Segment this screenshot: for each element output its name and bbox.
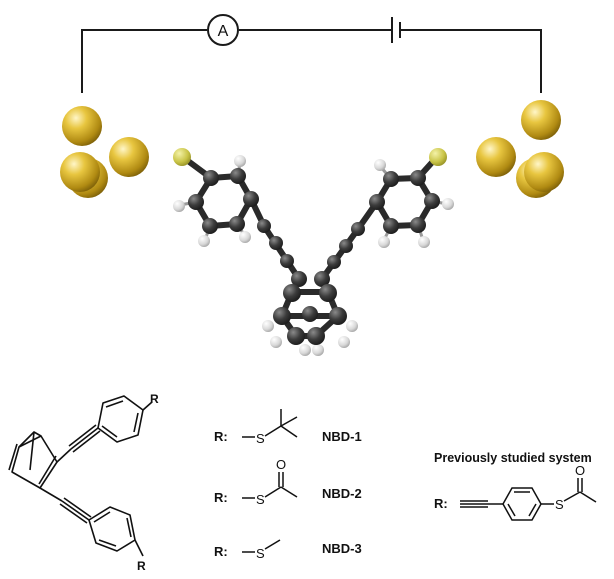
nbd2-name: NBD-2 (322, 486, 362, 501)
nbd3-sulfur: S (256, 546, 265, 561)
circuit-wire-right (400, 29, 542, 93)
nbd1-structure (242, 409, 298, 438)
previous-system-title: Previously studied system (434, 451, 592, 465)
substituent-label-bottom: R (137, 559, 146, 573)
previous-system-sulfur: S (555, 497, 564, 512)
gold-electrode-left (60, 106, 149, 198)
nbd1-prefix: R: (214, 429, 228, 444)
previous-system-prefix: R: (434, 496, 448, 511)
previous-system-oxygen: O (575, 463, 585, 478)
nbd2-structure (242, 472, 298, 499)
circuit-wire-left (81, 29, 207, 93)
previous-system-structure (460, 478, 597, 521)
nbd-structure-2d (8, 395, 153, 557)
nbd2-oxygen: O (276, 457, 286, 472)
circuit (81, 14, 542, 93)
substituent-label-top: R (150, 392, 159, 406)
nbd2-sulfur: S (256, 492, 265, 507)
nbd3-structure (242, 539, 281, 553)
molecule-3d-model (173, 148, 454, 356)
nbd3-name: NBD-3 (322, 541, 362, 556)
nbd3-prefix: R: (214, 544, 228, 559)
ammeter-label: A (218, 23, 229, 40)
nbd1-sulfur: S (256, 431, 265, 446)
nbd1-name: NBD-1 (322, 429, 362, 444)
nbd2-prefix: R: (214, 490, 228, 505)
ammeter-circle (207, 14, 239, 46)
gold-electrode-right (476, 100, 564, 198)
